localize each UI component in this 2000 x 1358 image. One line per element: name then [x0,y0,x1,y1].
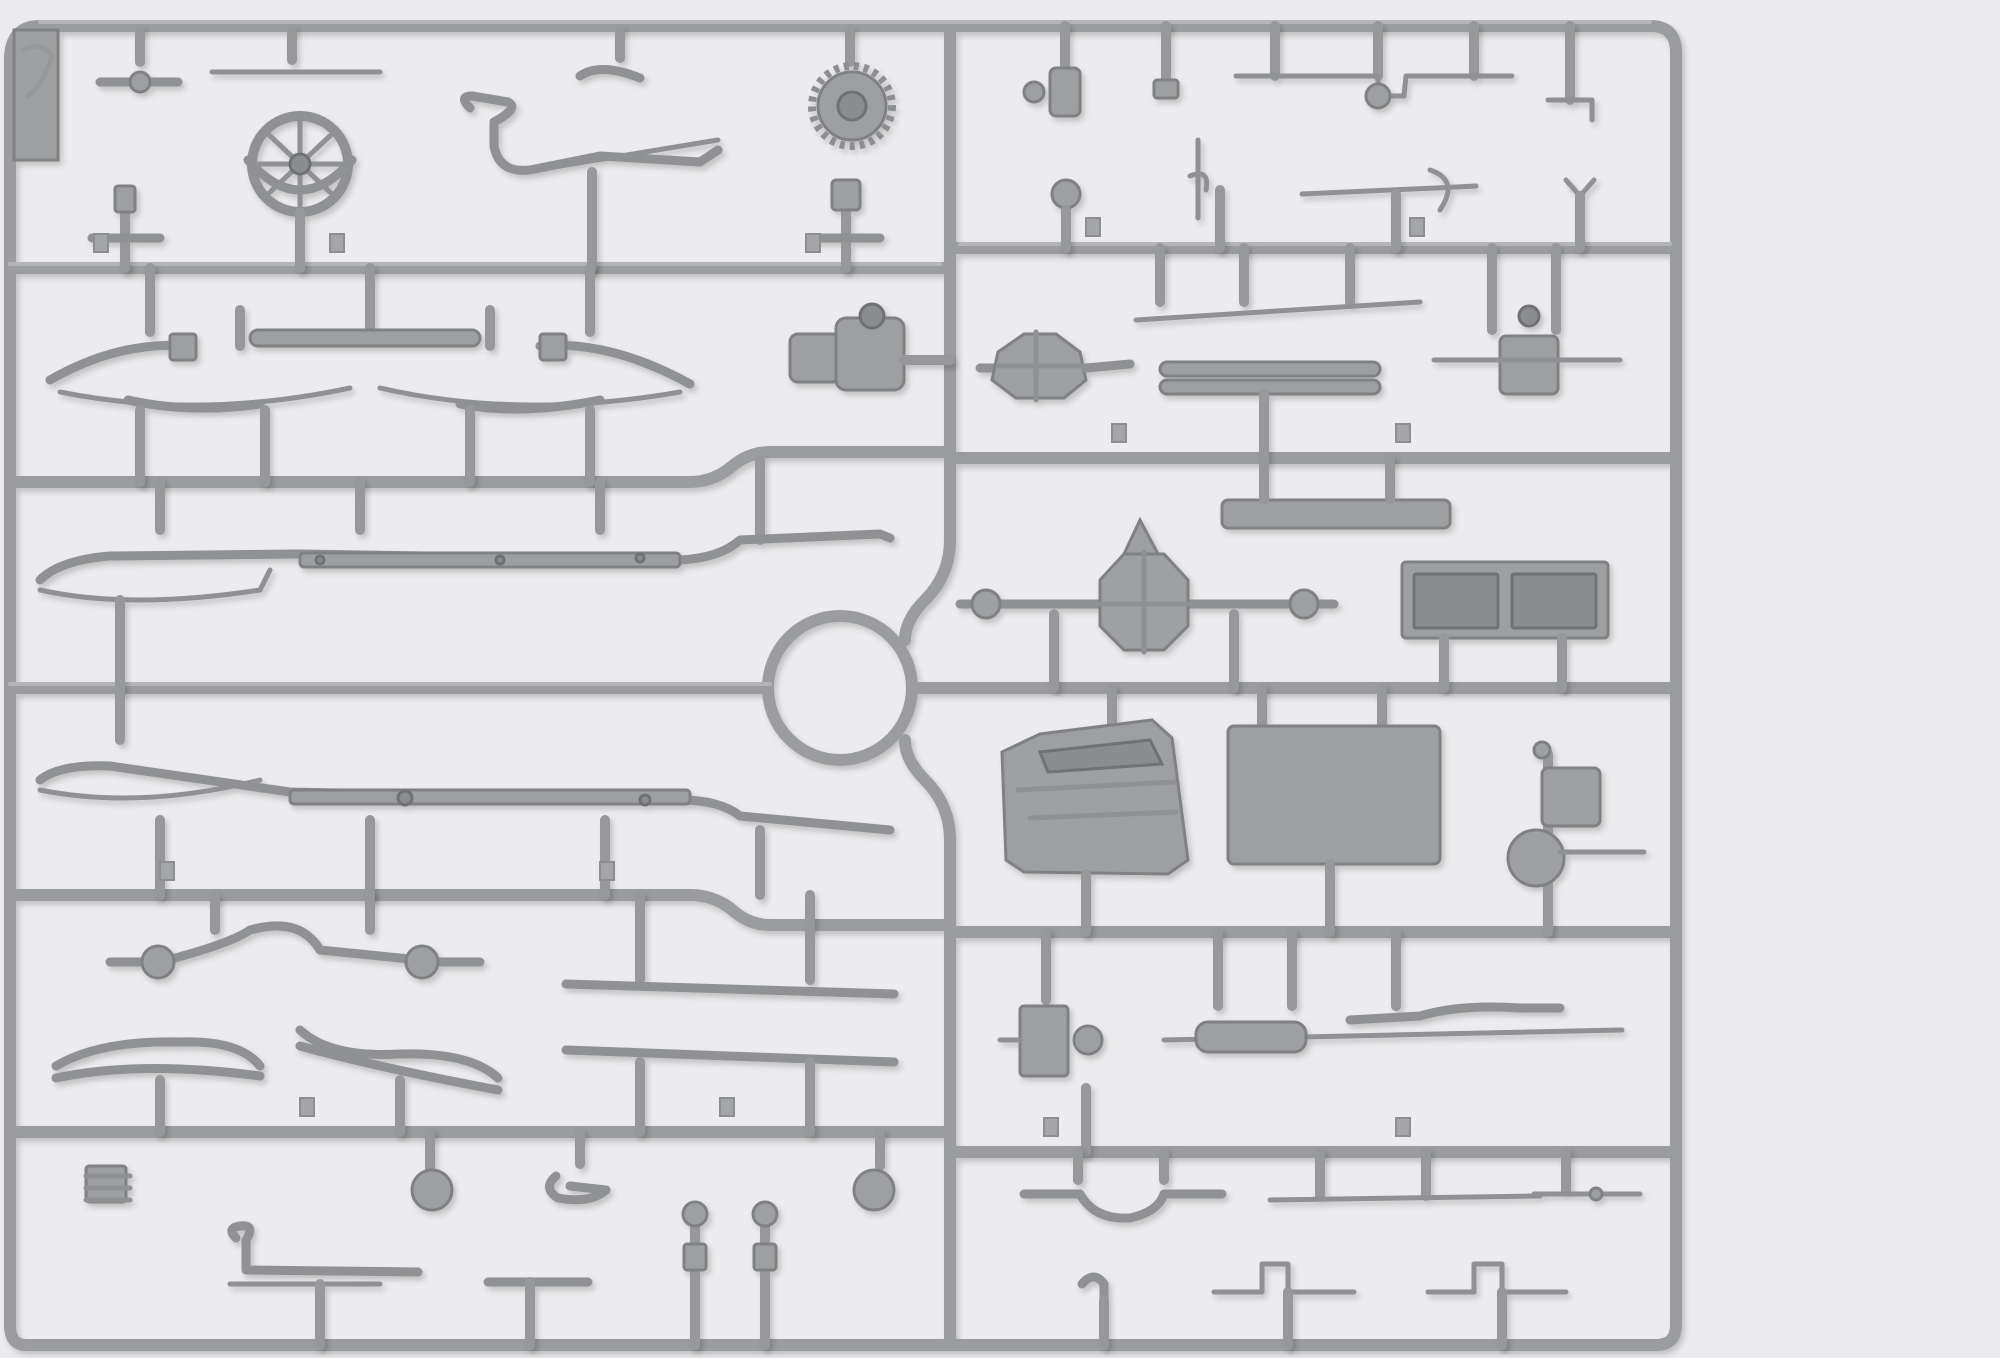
long-rod-part [1267,1193,1543,1203]
lamp-part-left [681,1200,709,1350]
panel-part [1400,560,1610,640]
parts-bottom-left [83,1127,896,1350]
hook-part [575,64,645,83]
muffler-part [1194,1020,1308,1054]
hook-bracket-part [1077,1272,1109,1305]
engine-block-part [1506,740,1647,937]
parts-top-left [87,25,896,273]
knob-part [852,1168,896,1212]
connector-part [84,1164,128,1204]
disc-part [410,1168,454,1212]
fender-left [51,1037,265,1071]
fender-right [295,1025,503,1083]
exhaust-pipe-part [460,91,723,273]
front-axle-part [105,921,485,967]
parts-differential [975,243,1623,530]
muffler-pipe-part [227,1221,423,1277]
ball-part [1050,178,1082,210]
parts-leaf-springs [45,263,955,487]
rear-axle-part [955,516,1339,655]
steering-wheel-part [243,111,357,273]
seat-part [1000,718,1190,876]
clip-part [545,1171,611,1205]
parts-seat-tank [1000,683,1647,937]
parts-front-axle [51,890,899,1137]
lever-part [1187,137,1210,221]
step-bracket-left [1211,1261,1357,1295]
differential-housing-upper [975,329,1382,403]
parts-top-right [1022,21,1597,253]
step-bracket-right [1425,1261,1569,1295]
crossmember-part-1 [561,979,899,999]
pump-part [1431,304,1623,396]
parts-bottom-right [1019,1147,1643,1350]
parts-chassis-rails [35,455,895,900]
parts-rear-axle [955,516,1610,693]
small-box-part [830,178,862,212]
crossbow-bracket-part [1299,167,1479,213]
tie-rod-part [1019,1189,1227,1223]
bracket-part [997,1004,1104,1078]
axle-rod-part [248,328,482,348]
logo-mark [21,43,55,99]
gear-part [808,62,896,150]
fuel-tank-part [1226,724,1442,866]
sprue-tabs [93,217,1425,1137]
valve-part [1048,66,1082,118]
sprue-ring [762,610,918,766]
parts-drive-row [997,927,1625,1157]
brake-rod-part [1133,299,1423,323]
lamp-part-right [751,1200,779,1350]
bar-block-part [1220,498,1452,530]
sprue-tag [12,28,60,162]
tailpipe-part [1345,1002,1565,1025]
crossmember-part-2 [561,1045,899,1067]
motor-part [788,302,955,392]
